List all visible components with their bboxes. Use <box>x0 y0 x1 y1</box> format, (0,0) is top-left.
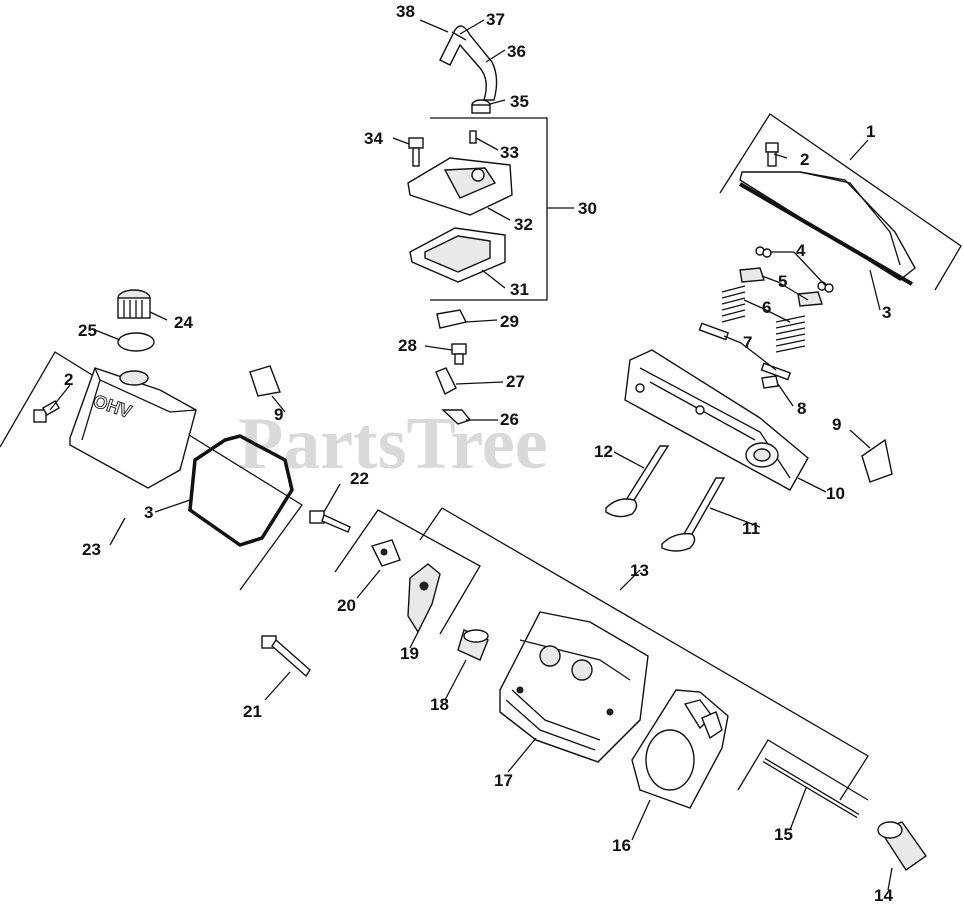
breather-tube[interactable] <box>439 25 498 101</box>
label-20: 20 <box>337 596 356 615</box>
watermark: PartsTree <box>238 403 548 485</box>
label-2-left: 2 <box>64 370 73 389</box>
valve-11[interactable] <box>661 477 726 552</box>
label-23: 23 <box>82 540 101 559</box>
label-14: 14 <box>874 886 893 904</box>
keepers-4[interactable] <box>755 246 834 293</box>
label-15: 15 <box>774 825 793 844</box>
breather-plate-1[interactable] <box>739 171 916 281</box>
label-8: 8 <box>797 399 806 418</box>
label-32: 32 <box>514 215 533 234</box>
breather-gasket-31[interactable] <box>409 227 506 283</box>
label-4: 4 <box>796 241 806 260</box>
label-2-top: 2 <box>800 150 809 169</box>
label-1: 1 <box>866 122 875 141</box>
bolt-22[interactable] <box>309 510 351 533</box>
hose-clamp-35[interactable] <box>471 99 491 114</box>
label-18: 18 <box>430 695 449 714</box>
label-35: 35 <box>510 92 529 111</box>
label-30: 30 <box>578 199 597 218</box>
valve-12[interactable] <box>605 445 670 518</box>
gasket-3-top[interactable] <box>738 182 914 286</box>
gasket-3-left[interactable] <box>188 434 294 547</box>
valve-spring-6[interactable] <box>721 285 806 353</box>
bolt-2-top[interactable] <box>765 142 779 167</box>
rocker-arm-19[interactable] <box>407 563 441 634</box>
label-9-left: 9 <box>274 405 283 424</box>
reed-27[interactable] <box>435 367 457 395</box>
label-29: 29 <box>500 312 519 331</box>
label-21: 21 <box>243 702 262 721</box>
label-3-left: 3 <box>144 503 153 522</box>
oil-fill-cap-24[interactable] <box>117 289 151 319</box>
label-31: 31 <box>510 280 529 299</box>
label-7: 7 <box>743 333 752 352</box>
label-36: 36 <box>507 42 526 61</box>
bracket-15 <box>737 739 869 801</box>
seal-29[interactable] <box>436 309 468 329</box>
label-22: 22 <box>350 469 369 488</box>
pivot-20[interactable] <box>371 539 401 567</box>
retainer-5[interactable] <box>739 267 823 307</box>
label-19: 19 <box>400 644 419 663</box>
callout-labels: 38 37 36 35 34 33 32 30 31 29 28 27 26 1… <box>64 2 893 904</box>
label-9-right: 9 <box>832 415 841 434</box>
seal-7b[interactable] <box>760 362 792 381</box>
label-16: 16 <box>612 836 631 855</box>
tappet-14[interactable] <box>877 821 927 871</box>
bracket-13 <box>441 507 869 801</box>
valve-cover-23[interactable]: OHV <box>69 367 197 489</box>
head-gasket-16[interactable] <box>631 689 729 809</box>
label-12: 12 <box>594 442 613 461</box>
cylinder-head-17[interactable] <box>499 611 649 763</box>
breather-cover-32[interactable] <box>407 157 513 216</box>
label-28: 28 <box>398 336 417 355</box>
label-3-top: 3 <box>882 303 891 322</box>
label-38: 38 <box>396 2 415 21</box>
spring-33[interactable] <box>469 130 477 144</box>
label-37: 37 <box>486 10 505 29</box>
label-5: 5 <box>778 272 787 291</box>
label-10: 10 <box>826 484 845 503</box>
cap-8[interactable] <box>761 375 779 389</box>
bracket-19-20 <box>334 509 481 635</box>
screw-28[interactable] <box>451 343 467 365</box>
label-11: 11 <box>742 519 760 538</box>
label-33: 33 <box>500 143 519 162</box>
bracket-1 <box>719 113 962 291</box>
label-24: 24 <box>174 313 193 332</box>
label-13: 13 <box>630 561 649 580</box>
push-rod-15[interactable] <box>762 757 860 819</box>
o-ring-25[interactable] <box>117 332 155 352</box>
seal-7a[interactable] <box>698 322 730 341</box>
label-34: 34 <box>364 129 383 148</box>
bolt-21[interactable] <box>261 635 311 678</box>
label-25: 25 <box>78 321 97 340</box>
bracket-30 <box>430 117 548 301</box>
bracket-9-left[interactable] <box>249 365 281 397</box>
rocker-housing-10[interactable] <box>624 349 809 491</box>
leader-lines <box>49 19 893 891</box>
label-27: 27 <box>506 372 525 391</box>
label-26: 26 <box>500 410 519 429</box>
label-17: 17 <box>494 771 513 790</box>
bracket-9-right[interactable] <box>861 438 893 483</box>
label-6: 6 <box>762 298 771 317</box>
push-rod-guide-18[interactable] <box>457 629 489 661</box>
bolt-34[interactable] <box>408 137 424 167</box>
